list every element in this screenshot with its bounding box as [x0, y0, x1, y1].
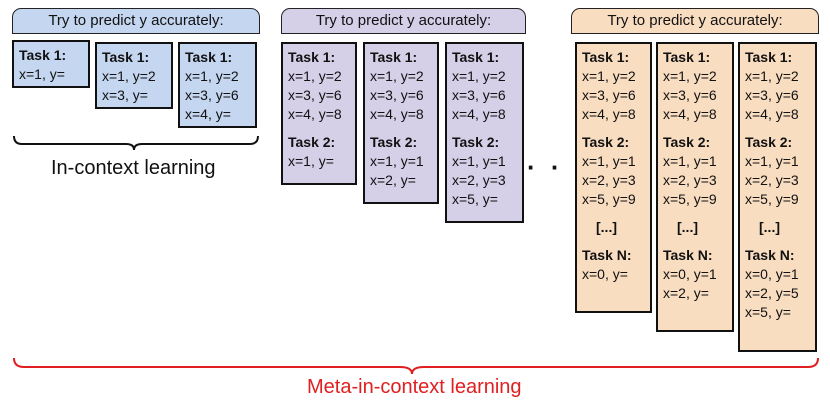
example-line: x=4, y=8 [452, 106, 506, 122]
in-context-learning-label: In-context learning [51, 157, 216, 179]
example-line: x=1, y=2 [582, 68, 636, 84]
example-line: x=3, y=6 [185, 87, 239, 103]
example-line: x=0, y= [582, 266, 628, 282]
example-line: x=2, y=3 [745, 172, 799, 188]
ellipsis-separator: · · · [527, 152, 588, 182]
in-context-bracket [13, 135, 259, 151]
example-line: x=2, y=5 [745, 285, 799, 301]
panel-1-card-1: Task 1: x=1, y= [12, 40, 90, 88]
task-title: Task 1: [19, 47, 67, 63]
example-line: x=3, y=6 [452, 87, 506, 103]
example-line: x=4, y=8 [370, 106, 424, 122]
example-line: x=4, y=8 [745, 106, 799, 122]
task-title: Task N: [582, 247, 632, 263]
example-line: x=2, y= [663, 285, 709, 301]
example-line: x=2, y=3 [582, 172, 636, 188]
panel-2-header: Try to predict y accurately: [281, 8, 526, 34]
meta-in-context-bracket [13, 357, 819, 375]
task-title: Task 2: [582, 134, 630, 150]
example-line: x=3, y=6 [582, 87, 636, 103]
example-line: x=3, y= [102, 87, 148, 103]
task-ellipsis: [...] [759, 219, 780, 235]
task-ellipsis: [...] [677, 219, 698, 235]
example-line: x=5, y=9 [745, 191, 799, 207]
task-title: Task 2: [745, 134, 793, 150]
task-title: Task 1: [745, 49, 793, 65]
task-title: Task N: [745, 247, 795, 263]
example-line: x=5, y=9 [582, 191, 636, 207]
task-title: Task 1: [582, 49, 630, 65]
example-line: x=4, y=8 [663, 106, 717, 122]
panel-1-card-2: Task 1: x=1, y=2 x=3, y= [95, 42, 173, 109]
meta-in-context-learning-label: Meta-in-context learning [307, 376, 522, 398]
example-line: x=5, y=9 [663, 191, 717, 207]
task-title: Task 1: [663, 49, 711, 65]
example-line: x=3, y=6 [663, 87, 717, 103]
task-title: Task 1: [185, 49, 233, 65]
example-line: x=3, y=6 [370, 87, 424, 103]
task-title: Task 1: [102, 49, 150, 65]
example-line: x=1, y=2 [663, 68, 717, 84]
example-line: x=1, y=1 [582, 153, 636, 169]
example-line: x=1, y=2 [452, 68, 506, 84]
example-line: x=2, y= [370, 172, 416, 188]
example-line: x=1, y=2 [102, 68, 156, 84]
panel-3-header: Try to predict y accurately: [571, 8, 819, 34]
example-line: x=1, y=1 [745, 153, 799, 169]
task-title: Task 2: [370, 134, 418, 150]
example-line: x=4, y=8 [582, 106, 636, 122]
example-line: x=1, y=2 [185, 68, 239, 84]
example-line: x=4, y=8 [288, 106, 342, 122]
example-line: x=0, y=1 [745, 266, 799, 282]
task-title: Task N: [663, 247, 713, 263]
example-line: x=2, y=3 [663, 172, 717, 188]
task-title: Task 2: [663, 134, 711, 150]
task-title: Task 1: [288, 49, 336, 65]
example-line: x=1, y= [288, 153, 334, 169]
example-line: x=5, y= [745, 304, 791, 320]
example-line: x=5, y= [452, 191, 498, 207]
panel-1-header: Try to predict y accurately: [12, 8, 260, 34]
example-line: x=2, y=3 [452, 172, 506, 188]
panel-1-card-3: Task 1: x=1, y=2 x=3, y=6 x=4, y= [178, 42, 257, 128]
task-title: Task 2: [452, 134, 500, 150]
example-line: x=0, y=1 [663, 266, 717, 282]
task-title: Task 1: [370, 49, 418, 65]
example-line: x=1, y=2 [288, 68, 342, 84]
example-line: x=1, y=2 [745, 68, 799, 84]
example-line: x=1, y=1 [370, 153, 424, 169]
task-ellipsis: [...] [596, 219, 617, 235]
example-line: x=1, y=1 [663, 153, 717, 169]
example-line: x=3, y=6 [288, 87, 342, 103]
example-line: x=3, y=6 [745, 87, 799, 103]
task-title: Task 1: [452, 49, 500, 65]
example-line: x=4, y= [185, 106, 231, 122]
example-line: x=1, y= [19, 66, 65, 82]
task-title: Task 2: [288, 134, 336, 150]
example-line: x=1, y=2 [370, 68, 424, 84]
example-line: x=1, y=1 [452, 153, 506, 169]
